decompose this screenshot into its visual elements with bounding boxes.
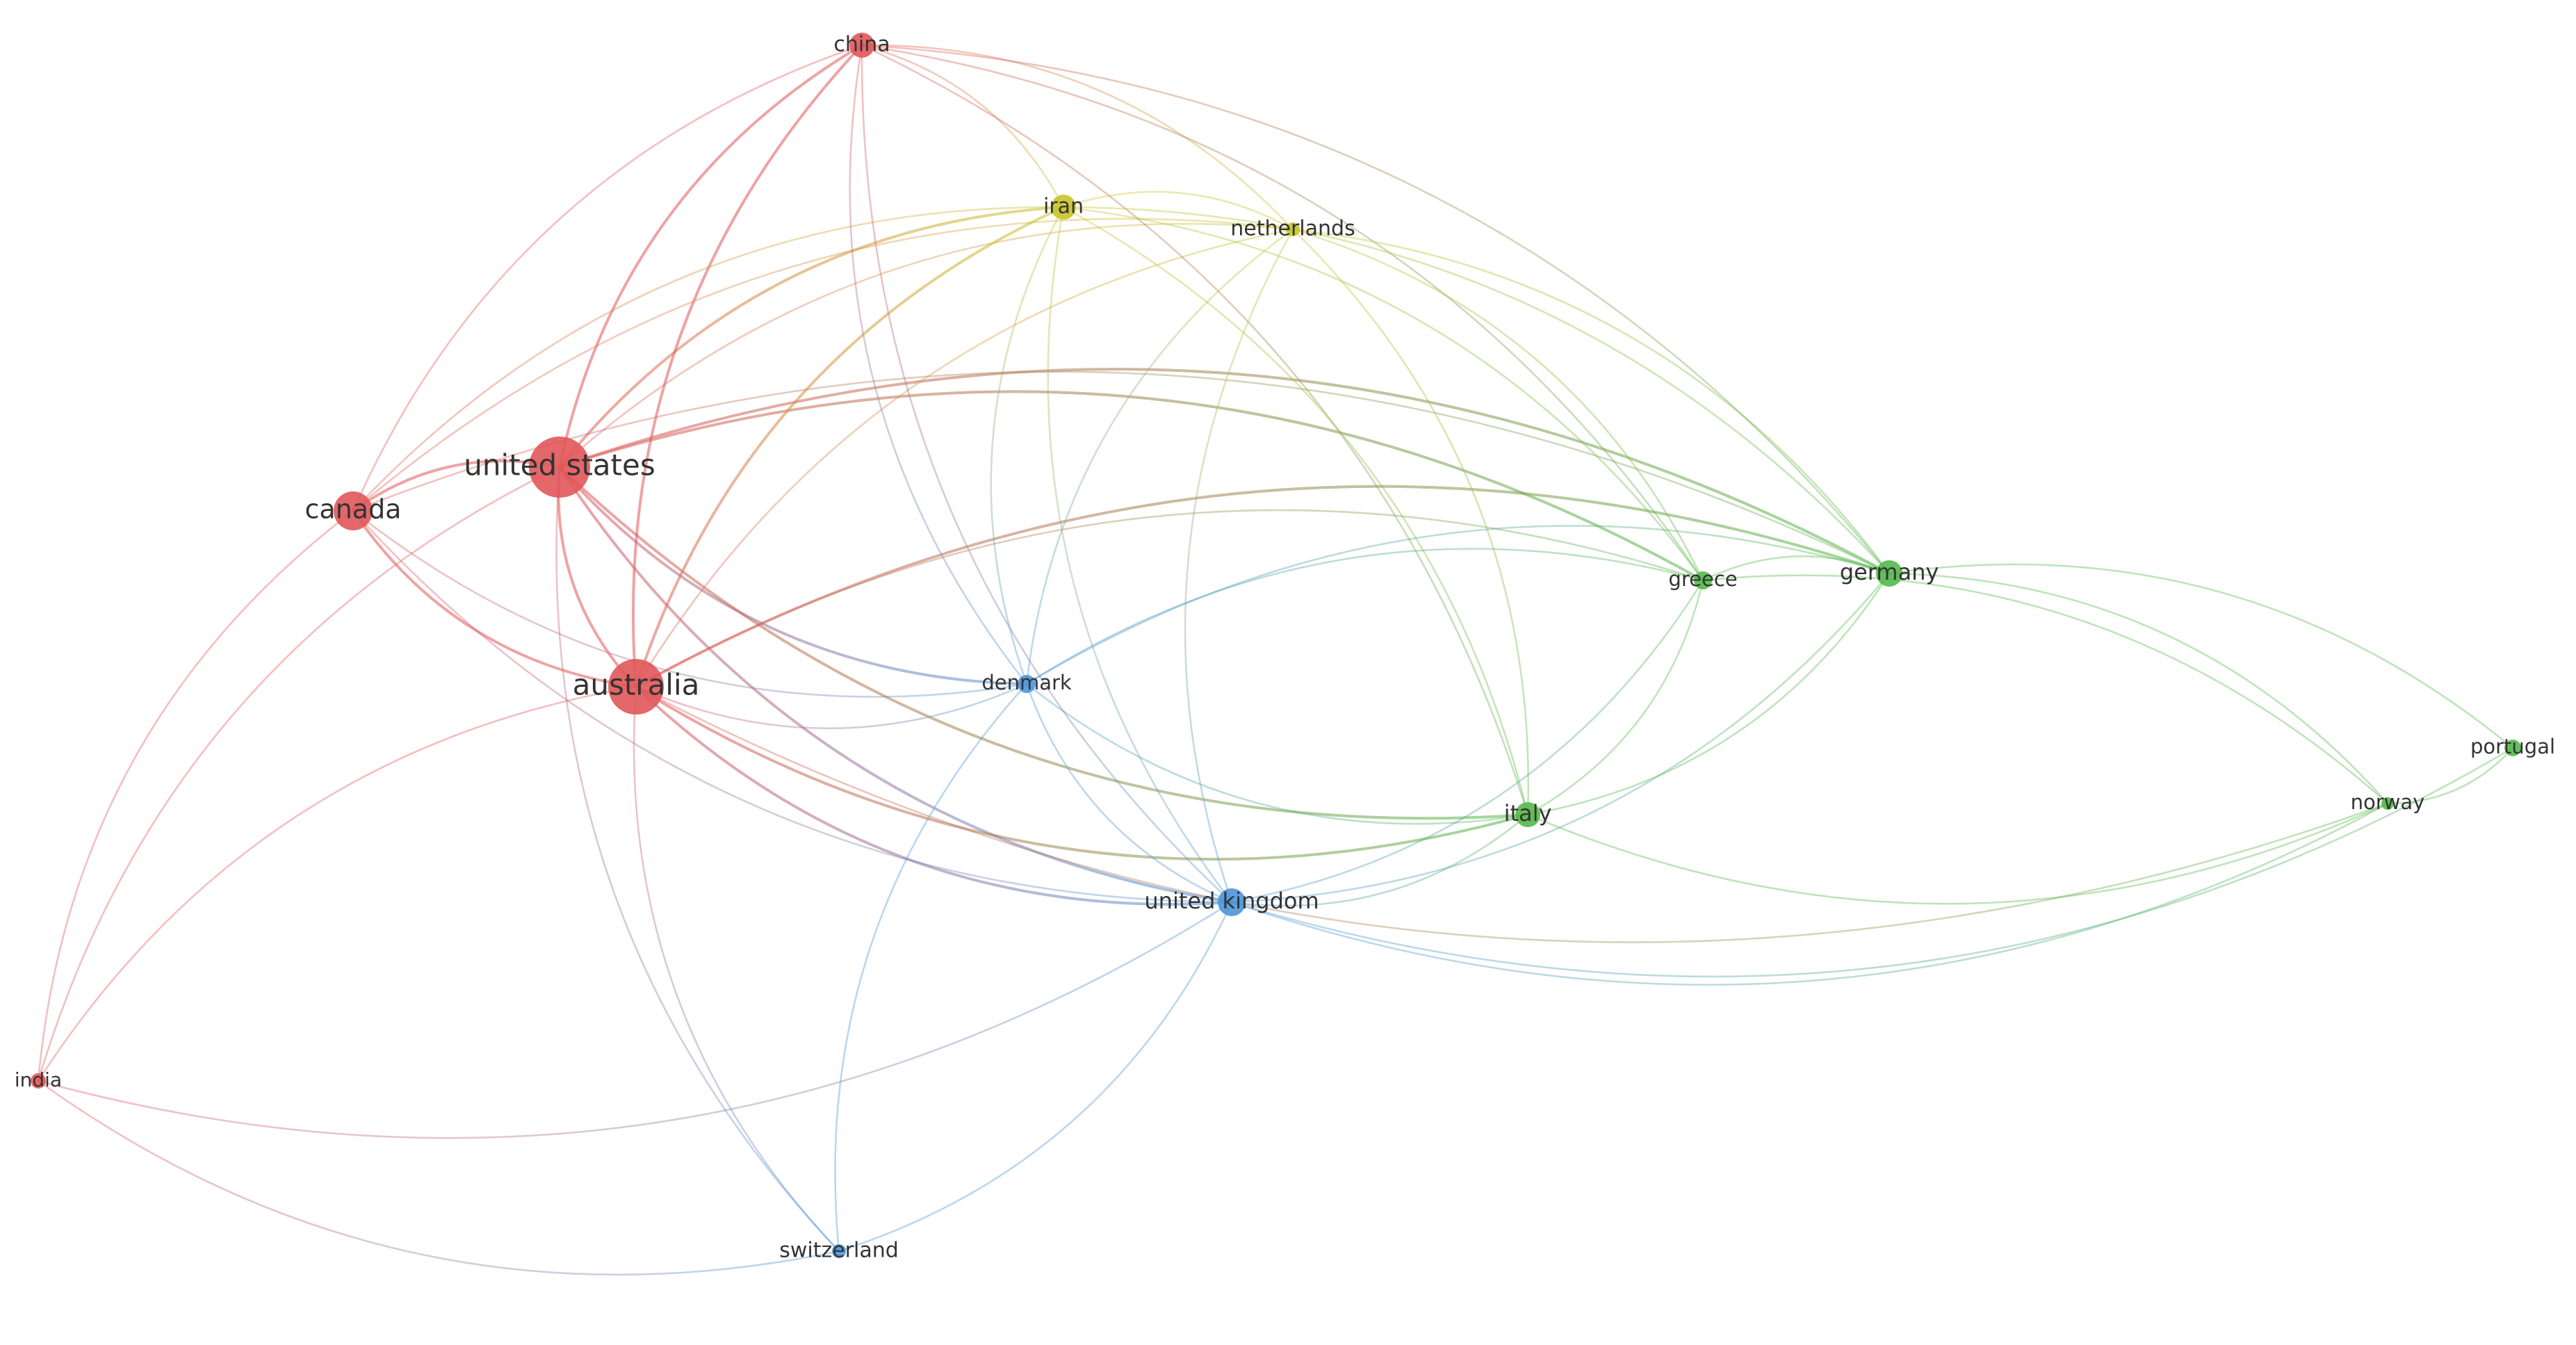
link-united-states-netherlands [558,222,1294,468]
link-australia-china [631,44,863,688]
link-australia-iran [635,206,1065,688]
link-iran-greece [1062,206,1704,582]
link-united-states-china [558,44,863,468]
label-norway[interactable]: norway [2351,790,2425,814]
label-india[interactable]: india [15,1068,62,1091]
link-germany-portugal [1888,563,2514,749]
node-canada[interactable] [334,491,373,530]
link-germany-greece [1702,555,1891,582]
link-united-states-india [37,466,561,1082]
link-iran-netherlands [1062,190,1294,231]
link-germany-italy [1526,572,1891,816]
link-netherlands-germany [1291,228,1891,575]
node-netherlands[interactable] [1286,222,1300,236]
node-italy[interactable] [1515,802,1540,827]
label-united-states[interactable]: united states [464,448,655,482]
label-greece[interactable]: greece [1668,567,1737,591]
node-greece[interactable] [1694,571,1712,589]
link-denmark-greece [1025,548,1704,685]
link-netherlands-greece [1291,228,1704,582]
link-australia-india [37,685,637,1082]
label-denmark[interactable]: denmark [981,671,1072,694]
link-united-kingdom-norway [1230,802,2389,986]
node-portugal[interactable] [2504,740,2521,756]
country-nodes [31,33,2521,1258]
node-switzerland[interactable] [832,1244,846,1258]
label-netherlands[interactable]: netherlands [1230,217,1355,241]
link-canada-germany [352,370,1891,575]
link-china-denmark [849,44,1028,685]
label-portugal[interactable]: portugal [2470,735,2555,758]
link-denmark-switzerland [834,683,1028,1253]
link-canada-united-kingdom [352,510,1233,904]
label-iran[interactable]: iran [1043,195,1084,219]
link-canada-denmark [352,510,1028,698]
link-canada-iran [352,206,1065,512]
link-australia-denmark [635,683,1028,730]
label-china[interactable]: china [833,33,890,57]
link-united-states-australia [557,466,637,688]
label-switzerland[interactable]: switzerland [779,1239,899,1263]
link-netherlands-united-kingdom [1184,228,1294,904]
link-australia-switzerland [633,685,840,1253]
link-china-germany [861,44,1891,575]
link-australia-netherlands [635,228,1294,688]
node-united-kingdom[interactable] [1218,888,1246,916]
node-united-states[interactable] [529,437,590,498]
node-iran[interactable] [1051,195,1076,220]
link-united-states-denmark [558,466,1028,685]
link-united-kingdom-italy [1230,813,1529,907]
link-united-states-italy [558,466,1529,820]
link-united-states-greece [558,390,1704,582]
link-united-kingdom-greece [1230,579,1704,904]
label-germany[interactable]: germany [1840,559,1939,585]
link-australia-greece [635,509,1704,688]
link-portugal-norway [2386,747,2514,805]
link-iran-denmark [990,206,1065,685]
link-netherlands-denmark [1025,228,1294,685]
link-china-united-kingdom [861,44,1233,904]
label-united-kingdom[interactable]: united kingdom [1144,888,1319,914]
country-labels: china iran netherlands united states canada a… [15,33,2555,1263]
link-germany-norway [1888,572,2389,805]
link-united-kingdom-switzerland [838,901,1233,1253]
node-germany[interactable] [1876,560,1902,587]
link-australia-canada [352,510,637,688]
link-iran-italy [1062,206,1529,816]
label-canada[interactable]: canada [305,494,402,525]
link-lines [37,44,2514,1276]
link-australia-italy [635,685,1529,861]
link-netherlands-italy [1291,228,1529,816]
link-iran-united-kingdom [1047,206,1233,904]
link-canada-china [352,44,863,512]
link-china-iran [861,44,1065,209]
node-china[interactable] [849,33,874,58]
link-australia-norway [635,685,2389,943]
link-china-netherlands [861,44,1294,231]
node-denmark[interactable] [1018,675,1036,693]
link-greece-norway [1702,574,2389,805]
link-united-states-iran [558,206,1065,468]
link-united-kingdom-portugal [1230,747,2514,978]
link-united-states-germany [558,368,1891,575]
link-italy-norway [1526,802,2389,905]
link-denmark-united-kingdom [1025,683,1233,904]
label-italy[interactable]: italy [1504,800,1552,826]
link-united-kingdom-germany [1230,572,1891,904]
node-india[interactable] [31,1073,46,1089]
link-china-greece [861,44,1704,582]
link-china-italy [861,44,1529,816]
link-india-switzerland [37,1079,840,1276]
node-norway[interactable] [2381,797,2394,810]
link-denmark-germany [1025,525,1891,685]
link-denmark-italy [1025,683,1529,825]
label-australia[interactable]: australia [573,668,700,702]
node-australia[interactable] [608,659,664,715]
link-canada-india [37,510,354,1082]
link-united-states-switzerland [555,466,840,1253]
link-united-kingdom-india [37,901,1233,1139]
link-iran-germany [1062,206,1891,575]
link-greece-italy [1526,579,1704,816]
